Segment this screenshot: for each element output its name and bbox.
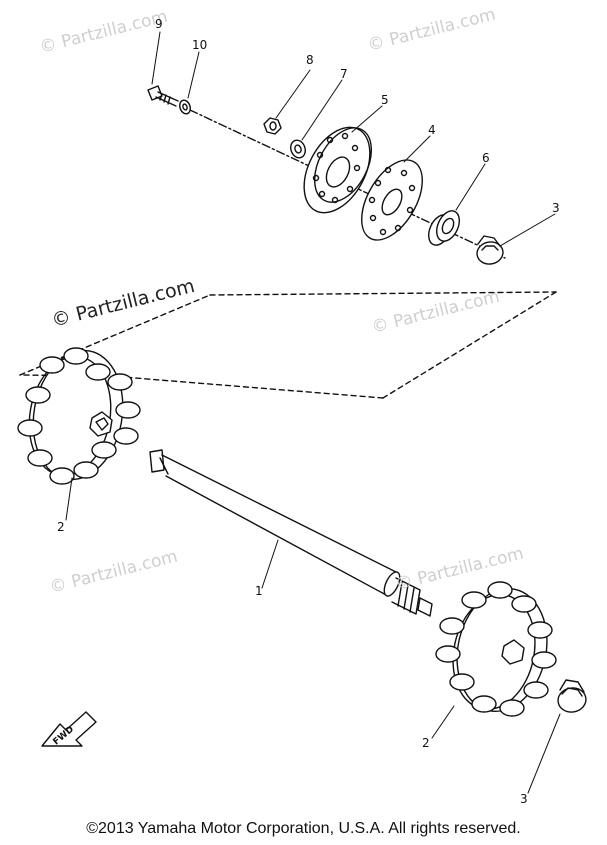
sprocket-right-part: [435, 581, 557, 717]
sprocket-left-part: [17, 347, 141, 485]
callout-7: 7: [340, 67, 348, 81]
callout-8: 8: [306, 53, 314, 67]
bolt-part: [147, 85, 179, 107]
callout-4: 4: [428, 123, 436, 137]
callout-10: 10: [192, 38, 208, 52]
clamp-upper-part: [476, 235, 504, 265]
callout-3-upper: 3: [552, 201, 560, 215]
callout-1: 1: [255, 584, 263, 598]
bearing-part: [427, 210, 461, 246]
copyright-notice: ©2013 Yamaha Motor Corporation, U.S.A. A…: [86, 820, 521, 837]
callout-6: 6: [482, 151, 490, 165]
flange-plate-part: [303, 126, 373, 214]
callout-3-lower: 3: [520, 792, 528, 806]
washer-part: [179, 99, 191, 115]
leader-lines: [65, 31, 561, 794]
bearing-plate-part: [361, 159, 423, 241]
lock-washer-part: [290, 139, 306, 159]
callout-2-left: 2: [57, 520, 65, 534]
callout-2-right: 2: [422, 736, 430, 750]
nut-part: [263, 117, 282, 135]
fwd-arrow: [41, 711, 97, 747]
callout-5: 5: [381, 93, 389, 107]
drive-shaft-part: [149, 449, 433, 617]
callout-9: 9: [155, 17, 163, 31]
clamp-lower-part: [557, 679, 587, 713]
